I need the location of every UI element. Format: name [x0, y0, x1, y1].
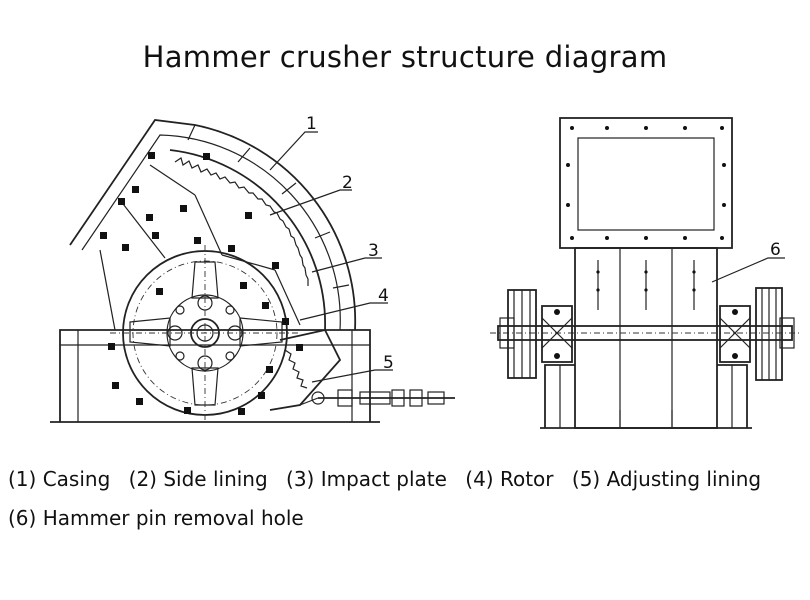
- side-lining: [169, 149, 326, 331]
- legend-line-2: (6) Hammer pin removal hole: [8, 506, 316, 530]
- left-bearing: [541, 305, 573, 363]
- front-view: [490, 117, 800, 429]
- leader-lines: [269, 131, 393, 383]
- casing-outline: [69, 119, 357, 331]
- legend-line-1: (1) Casing (2) Side lining (3) Impact pl…: [8, 467, 773, 491]
- callout-3: 3: [368, 241, 379, 261]
- casing-segments: [187, 124, 350, 289]
- bolt-marks: [100, 152, 303, 415]
- side-view: [50, 119, 455, 423]
- rotor: [110, 245, 300, 420]
- leader-6: [711, 257, 785, 283]
- impact-plate-teeth: [174, 157, 309, 286]
- right-bearing: [719, 305, 751, 363]
- left-pulley: [499, 289, 537, 379]
- flange-bolts: [566, 126, 726, 240]
- legend-item-hammer-pin-removal-hole: (6) Hammer pin removal hole: [8, 506, 304, 530]
- diagram-title: Hammer crusher structure diagram: [142, 40, 668, 74]
- callout-5: 5: [383, 353, 394, 373]
- right-pulley: [755, 287, 795, 381]
- callout-4: 4: [378, 286, 389, 306]
- pin-holes: [597, 260, 695, 310]
- adjusting-screw: [299, 389, 455, 407]
- adjusting-lining: [269, 328, 342, 411]
- base-frame: [59, 329, 371, 422]
- legend-item-casing: (1) Casing: [8, 467, 111, 491]
- crusher-drawing: 1 2 3 4 5 6: [50, 114, 800, 429]
- callout-6: 6: [770, 240, 781, 260]
- legend-item-adjusting-lining: (5) Adjusting lining: [571, 467, 762, 491]
- legend-item-impact-plate: (3) Impact plate: [286, 467, 447, 491]
- chamber-lines: [99, 164, 301, 331]
- callout-1: 1: [306, 114, 317, 134]
- callout-2: 2: [342, 173, 353, 193]
- legend-item-rotor: (4) Rotor: [465, 467, 554, 491]
- legend-item-side-lining: (2) Side lining: [128, 467, 268, 491]
